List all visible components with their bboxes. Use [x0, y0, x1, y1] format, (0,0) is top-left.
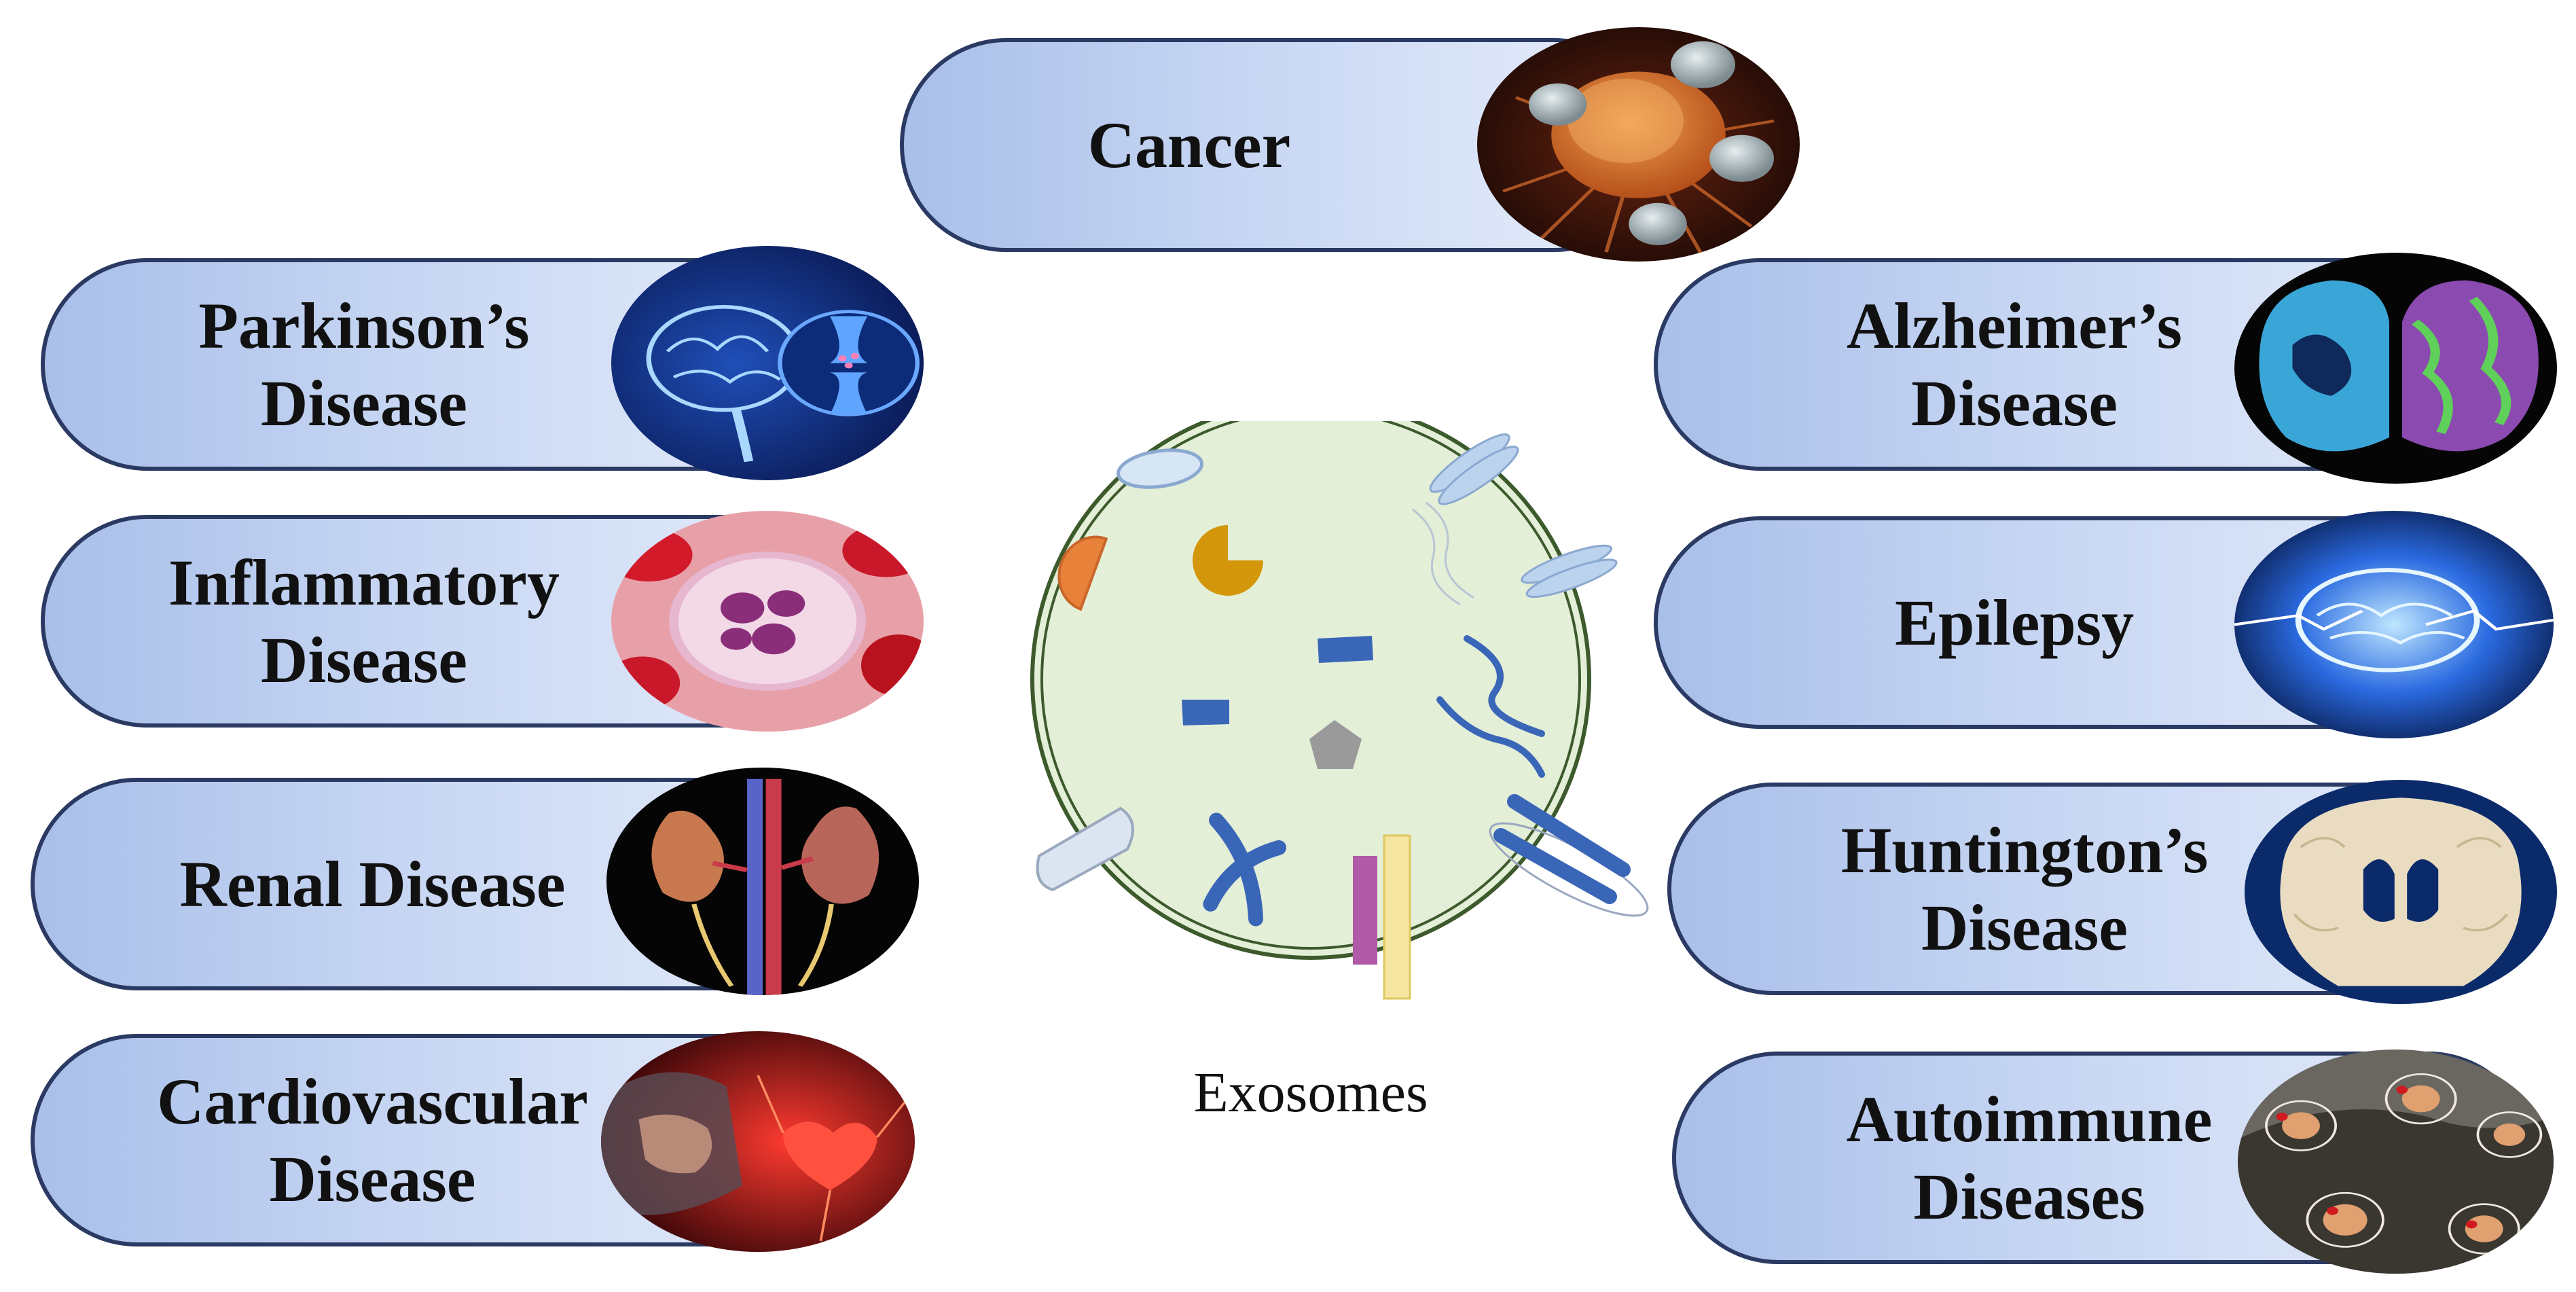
membrane-channel-tube [1036, 806, 1134, 892]
electric-brain-icon [2234, 511, 2554, 738]
disease-label-huntingtons-line1: Huntington’s [1840, 814, 2209, 887]
brain-synapse-icon [611, 246, 924, 480]
tetraspanin [1203, 812, 1287, 927]
cancer-cell-icon [1477, 27, 1800, 262]
exosomes-label: Exosomes [1193, 1061, 1428, 1124]
exosome-membrane [1030, 421, 1591, 960]
kidney-icon [606, 768, 919, 995]
exosome-illustration [1030, 421, 1649, 1000]
disease-label-autoimmune-line1: Autoimmune [1846, 1083, 2213, 1156]
disease-label-inflammatory-line2: Disease [261, 623, 467, 696]
brain-scan-icon [2234, 253, 2557, 484]
cargo-rna [1436, 635, 1545, 778]
transmembrane-receptor-yellow [1383, 834, 1411, 1000]
cargo-lipid [1193, 525, 1263, 596]
joints-icon [2238, 1049, 2554, 1274]
membrane-protein-ellipse-pair-2 [1521, 544, 1618, 598]
transmembrane-integrin [1489, 794, 1649, 917]
disease-label-cancer: Cancer [1087, 108, 1291, 181]
disease-label-alzheimers-line2: Disease [1911, 366, 2118, 439]
disease-label-autoimmune-line2: Diseases [1913, 1160, 2145, 1233]
disease-label-renal: Renal Disease [179, 847, 566, 920]
cargo-pentagon [1309, 720, 1362, 769]
disease-label-parkinsons-line2: Disease [261, 366, 467, 439]
disease-label-cardiovascular-line2: Disease [269, 1142, 476, 1215]
disease-label-cardiovascular-line1: Cardiovascular [157, 1065, 588, 1138]
disease-label-alzheimers-line1: Alzheimer’s [1847, 289, 2182, 363]
heart-icon [601, 1031, 915, 1252]
membrane-protein-orange [1057, 535, 1108, 611]
transmembrane-receptor-purple [1353, 856, 1377, 965]
disease-label-parkinsons-line1: Parkinson’s [198, 289, 530, 363]
blood-cells-icon [611, 511, 924, 732]
cargo-protein-2 [1182, 700, 1229, 725]
disease-label-inflammatory-line1: Inflammatory [168, 546, 560, 620]
cargo-protein-1 [1318, 636, 1373, 663]
membrane-protein-ellipse-pair [1429, 433, 1519, 505]
brain-section-icon [2245, 780, 2557, 1004]
exosome-inner-membrane [1040, 421, 1581, 950]
disease-label-epilepsy: Epilepsy [1894, 586, 2135, 659]
cargo-dna [1412, 501, 1474, 606]
membrane-protein-disc [1116, 448, 1204, 489]
disease-label-huntingtons-line2: Disease [1921, 891, 2128, 964]
